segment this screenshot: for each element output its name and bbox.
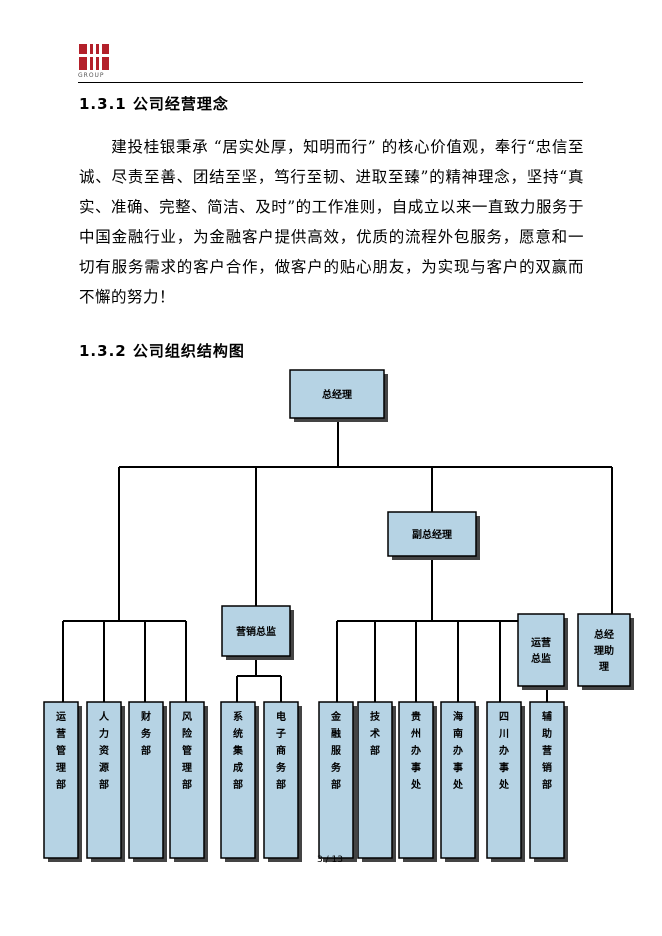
org-node-label: 子 [276,728,286,740]
org-node-label: 辅 [542,710,552,723]
org-node-label: 四 [499,711,509,723]
org-node-label: 川 [498,728,509,740]
org-node-label: 贵 [411,710,421,723]
org-node-label: 运营 [531,636,551,649]
org-node-label: 办 [453,744,463,757]
org-node-vice-gm: 副总经理 [387,511,480,560]
page-number: 3 / 13 [317,855,343,865]
org-node-label: 术 [369,727,380,740]
org-node-label: 理助 [594,644,614,657]
org-node-label: 部 [141,744,151,757]
header-rule [78,82,583,83]
org-node-label: 财 [140,710,151,723]
org-node-label: 助 [542,727,552,740]
org-node-label: 副总经理 [412,528,452,541]
org-node-label: 管 [182,744,192,757]
org-node-label: 风 [182,711,192,723]
org-node-label: 部 [331,778,341,791]
org-node-label: 电 [276,710,286,723]
org-node-label: 部 [99,778,109,791]
org-node-label: 服 [331,745,342,757]
org-node-label: 营 [542,744,552,757]
org-node-label: 源 [99,761,109,774]
org-node-label: 办 [499,744,509,757]
org-node-label: 资 [99,744,109,757]
org-node-label: 部 [276,778,286,791]
org-node-label: 务 [141,727,152,740]
org-node-label: 办 [411,744,421,757]
org-node-label: 部 [56,778,66,791]
section-title-org-chart: 1.3.2 公司组织结构图 [79,342,245,360]
org-node-label: 事 [499,761,509,774]
org-node-label: 技 [370,710,381,723]
org-node-label: 南 [453,727,463,740]
org-chart-connectors [62,418,613,702]
org-node-label: 事 [453,761,463,774]
org-node-label: 部 [542,778,552,791]
org-node-label: 人 [99,710,110,723]
org-node-label: 营 [56,727,66,740]
org-node-label: 统 [233,727,243,740]
org-node-finance: 财务部 [128,701,167,862]
org-node-label: 集 [232,744,244,757]
org-node-label: 理 [599,661,609,673]
org-node-tech: 技术部 [357,701,396,862]
org-node-label: 州 [410,728,421,740]
org-node-label: 部 [182,778,192,791]
philosophy-paragraph: 建投桂银秉承 “居实处厚，知明而行” 的核心价值观，奉行“忠信至诚、尽责至善、团… [79,138,584,306]
org-node-label: 融 [331,727,341,740]
org-node-label: 营销总监 [236,625,276,638]
section-title-philosophy: 1.3.1 公司经营理念 [79,95,229,113]
org-node-label: 力 [99,727,109,740]
org-node-ceo: 总经理 [289,369,388,422]
org-node-label: 险 [182,727,193,740]
org-node-label: 总监 [531,652,551,665]
org-node-label: 处 [498,778,510,791]
org-node-label: 销 [542,761,552,774]
org-node-label: 理 [182,762,192,774]
org-node-label: 务 [276,761,287,774]
logo-text: GROUP [78,72,105,79]
org-node-marketing-director: 营销总监 [221,605,294,660]
org-node-label: 金 [330,710,342,723]
org-node-label: 部 [370,744,380,757]
org-node-label: 商 [276,744,286,757]
org-node-label: 处 [410,778,422,791]
org-node-label: 系 [233,710,243,723]
org-node-label: 处 [452,778,464,791]
org-node-label: 务 [331,761,342,774]
org-node-label: 事 [411,761,421,774]
org-node-label: 总经 [594,628,614,641]
org-node-label: 海 [453,710,463,723]
org-node-label: 成 [233,761,243,774]
company-logo [79,44,109,70]
org-node-label: 部 [233,778,243,791]
org-node-label: 管 [56,744,66,757]
org-node-label: 运 [56,711,66,723]
org-node-label: 理 [56,762,66,774]
org-node-label: 总经理 [322,388,352,401]
